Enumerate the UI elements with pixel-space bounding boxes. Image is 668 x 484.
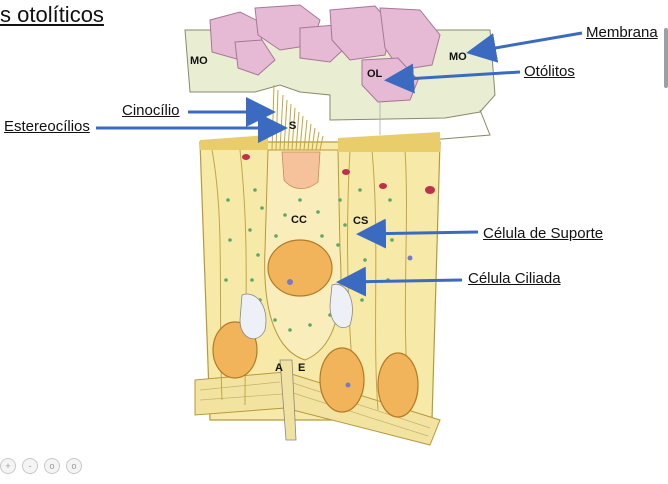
junction-spots bbox=[242, 154, 435, 194]
label-mo-left: MO bbox=[190, 55, 208, 67]
label-celula-suporte: Célula de Suporte bbox=[483, 225, 604, 242]
microvilli bbox=[200, 132, 440, 152]
stereocilia-bundle bbox=[271, 84, 324, 151]
label-membrana: Membrana bbox=[586, 24, 658, 41]
vertical-scrollbar[interactable] bbox=[664, 28, 668, 88]
fullscreen-icon[interactable]: o bbox=[66, 458, 82, 474]
label-cc: CC bbox=[291, 214, 307, 226]
zoom-out-icon[interactable]: - bbox=[22, 458, 38, 474]
viewer-controls: + - o o bbox=[0, 458, 82, 474]
label-ol: OL bbox=[367, 68, 383, 80]
fit-icon[interactable]: o bbox=[44, 458, 60, 474]
nerve-endings bbox=[239, 283, 353, 441]
label-s: S bbox=[289, 120, 297, 132]
label-estereocilios: Estereocílios bbox=[4, 118, 90, 135]
supporting-nuclei bbox=[212, 321, 419, 418]
zoom-in-icon[interactable]: + bbox=[0, 458, 16, 474]
label-arrows bbox=[96, 31, 583, 297]
label-cinocilio: Cinocílio bbox=[122, 102, 180, 119]
label-mo-right: MO bbox=[449, 51, 467, 63]
slide-title: s otolíticos bbox=[0, 2, 104, 27]
label-cs: CS bbox=[353, 215, 369, 227]
hair-cell bbox=[264, 149, 342, 361]
label-celula-ciliada: Célula Ciliada bbox=[468, 270, 561, 287]
label-e: E bbox=[298, 362, 306, 374]
label-otolitos: Otólitos bbox=[524, 63, 575, 80]
label-a: A bbox=[275, 362, 283, 374]
